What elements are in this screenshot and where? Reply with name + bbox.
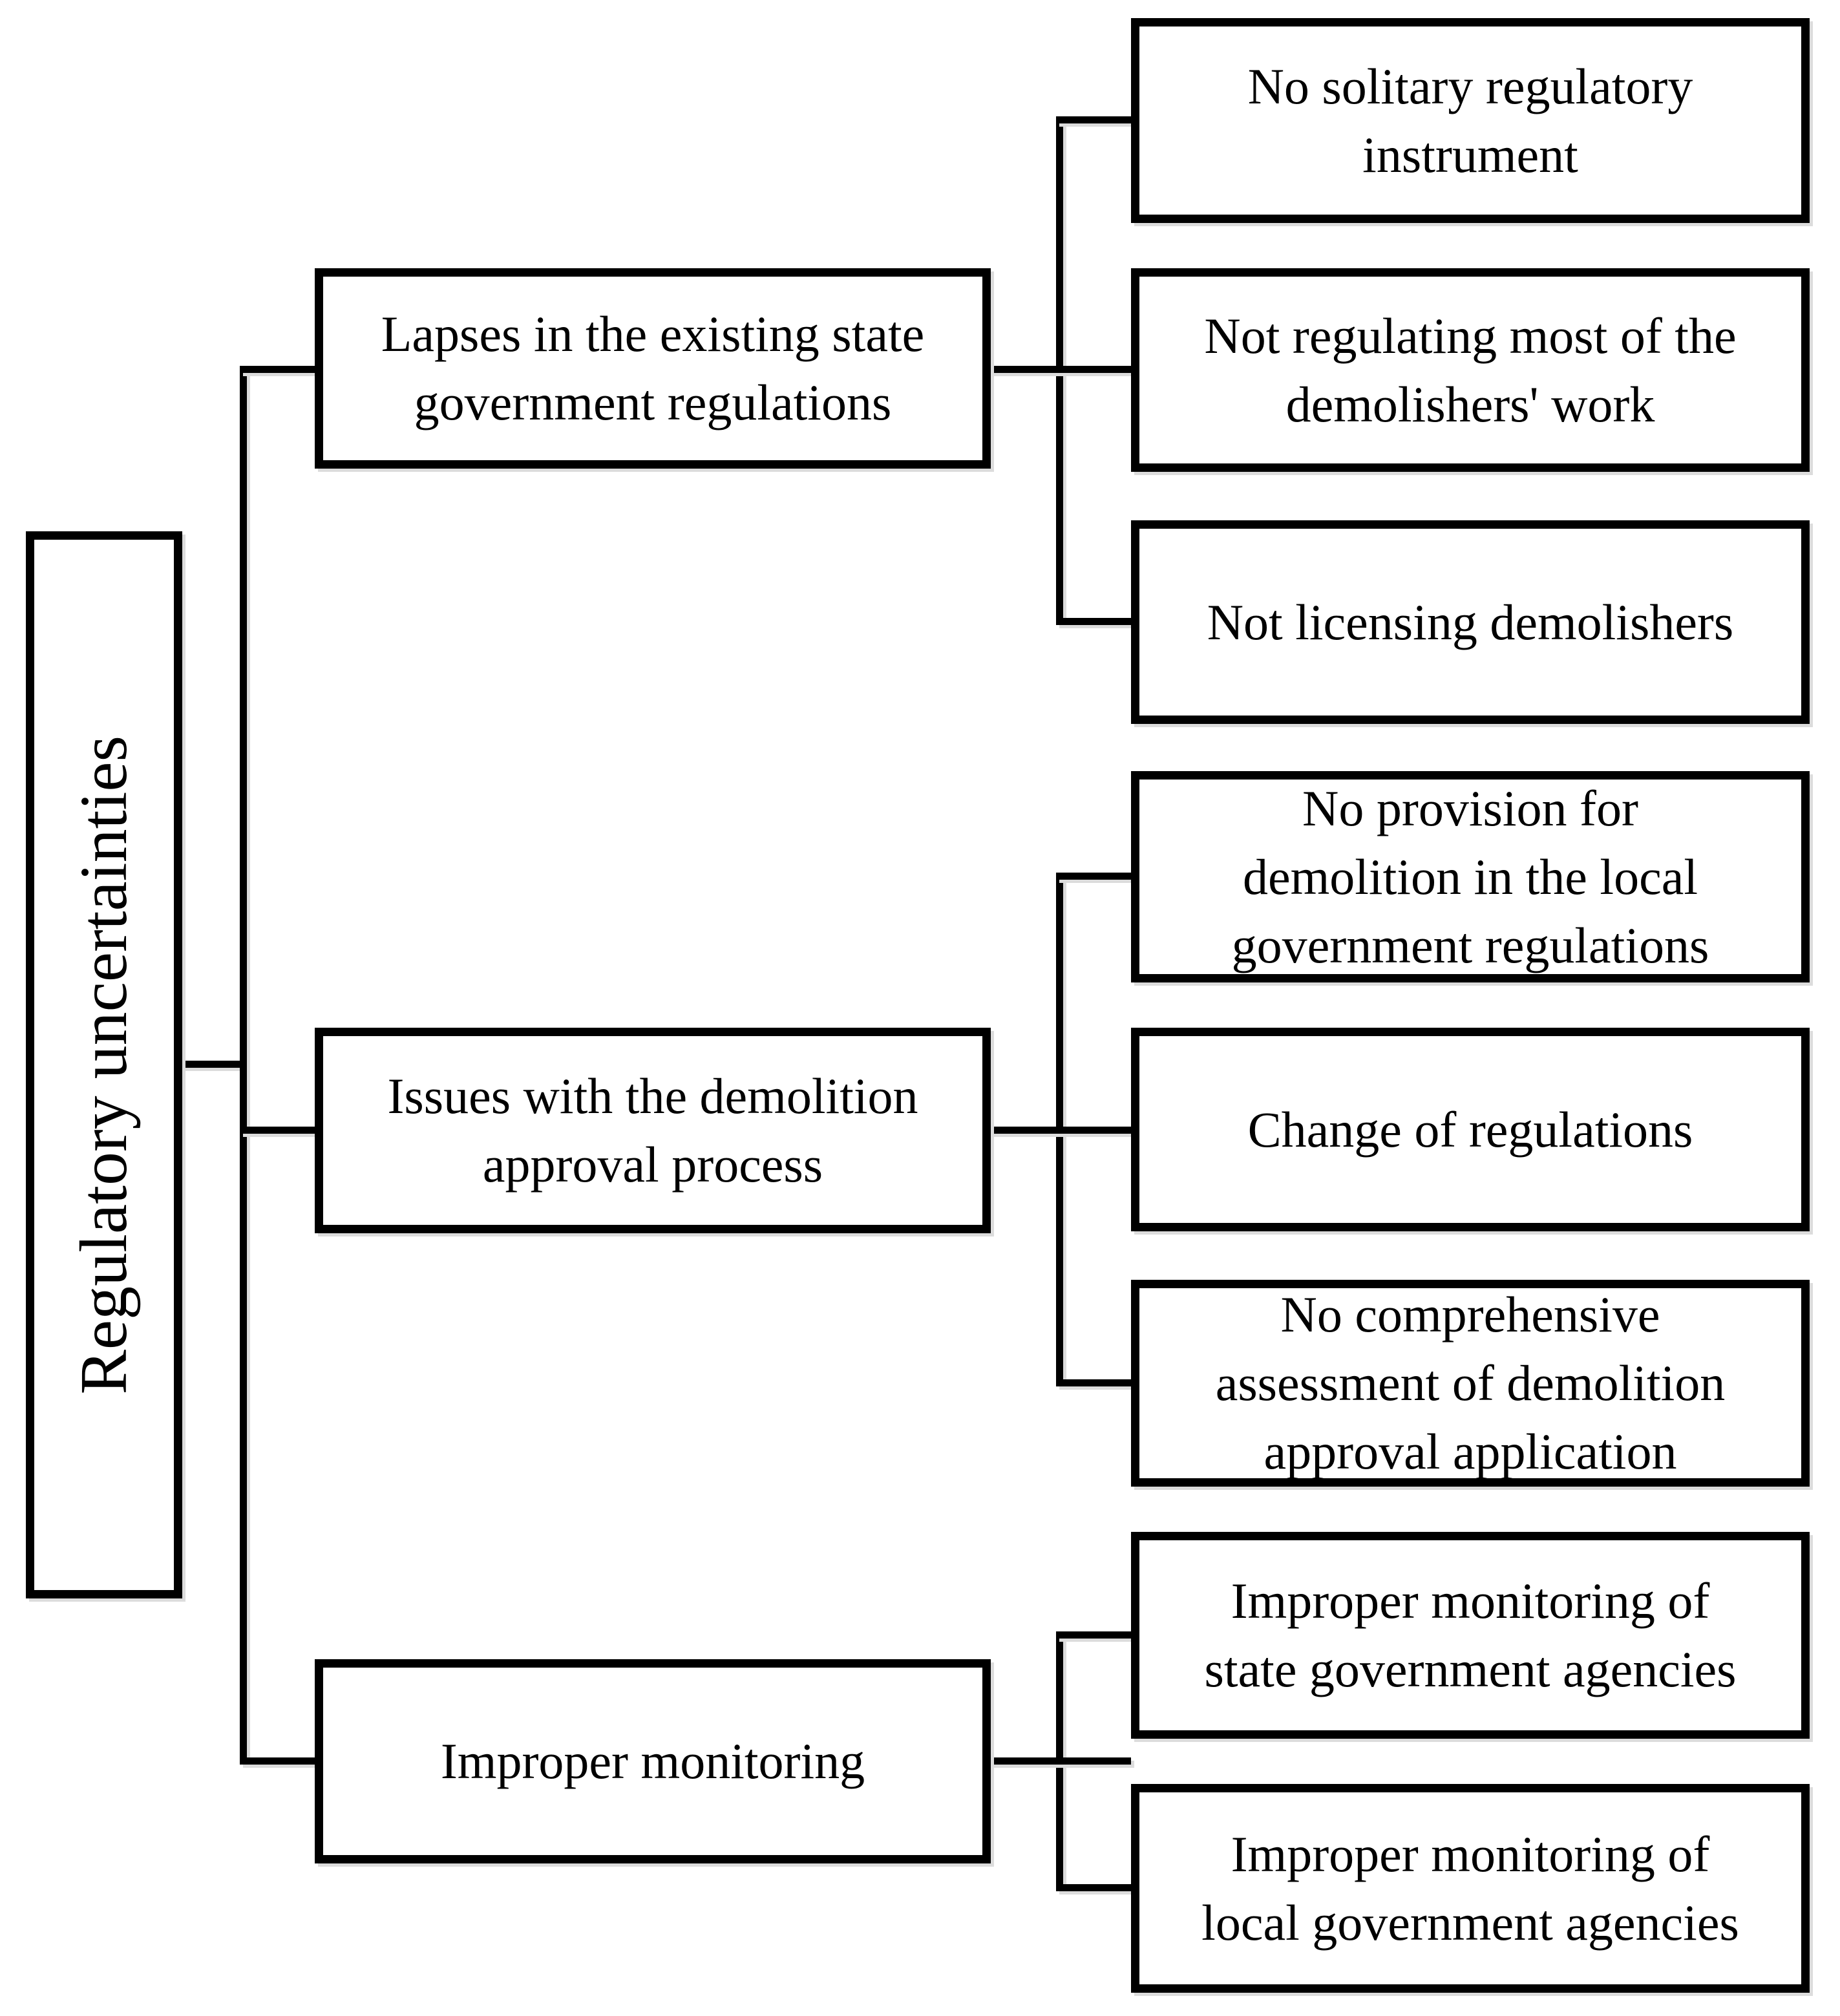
leaf-node-not-regulating-work: Not regulating most of the demolishers' … [1131,268,1810,472]
branch-node-demolition-approval-issues: Issues with the demolition approval proc… [315,1028,991,1233]
connector-stub-branch-3 [240,1757,315,1765]
leaf-node-not-licensing-demolishers: Not licensing demolishers [1131,520,1810,724]
leaf-node-no-provision-local-regulations: No provision for demolition in the local… [1131,771,1810,982]
leaf-node-label: Not licensing demolishers [1207,593,1734,650]
leaf-node-improper-monitoring-state: Improper monitoring of state government … [1131,1532,1810,1739]
leaf-node-improper-monitoring-local: Improper monitoring of local government … [1131,1784,1810,1993]
root-node-label: Regulatory uncertainties [67,735,141,1395]
leaf-node-no-comprehensive-assessment: No comprehensive assessment of demolitio… [1131,1280,1810,1487]
leaf-node-label: Change of regulations [1247,1101,1693,1158]
connector-stub-leaf-1-1 [1056,116,1131,123]
connector-stub-branch-1 [240,366,315,373]
connector-stub-leaf-3-1 [1056,1631,1131,1639]
leaf-node-label: No solitary regulatory instrument [1247,58,1693,183]
connector-branch-3-to-leaves [991,1757,1131,1765]
branch-node-label: Issues with the demolition approval proc… [387,1068,918,1193]
connector-stub-leaf-2-1 [1056,873,1131,880]
connector-stub-branch-2 [240,1127,315,1134]
leaf-node-change-of-regulations: Change of regulations [1131,1028,1810,1231]
connector-stub-leaf-2-3 [1056,1379,1131,1386]
branch-node-improper-monitoring: Improper monitoring [315,1659,991,1863]
branch-node-label: Lapses in the existing state government … [381,306,925,430]
connector-stub-leaf-1-3 [1056,618,1131,625]
connector-left-trunk [240,366,247,1765]
leaf-node-label: No provision for demolition in the local… [1231,780,1709,973]
leaf-node-label: Not regulating most of the demolishers' … [1204,307,1737,432]
connector-branch-1-to-leaves [991,366,1131,373]
connector-branch-2-to-leaves [991,1127,1131,1134]
leaf-node-label: Improper monitoring of state government … [1204,1573,1737,1697]
connector-stub-leaf-3-2 [1056,1884,1131,1891]
connector-root-to-trunk [182,1061,244,1068]
leaf-node-no-solitary-instrument: No solitary regulatory instrument [1131,18,1810,223]
branch-node-lapses-state-regulations: Lapses in the existing state government … [315,268,991,469]
leaf-node-label: Improper monitoring of local government … [1201,1825,1739,1951]
branch-node-label: Improper monitoring [440,1733,865,1789]
root-node-regulatory-uncertainties: Regulatory uncertainties [26,531,182,1598]
leaf-node-label: No comprehensive assessment of demolitio… [1215,1286,1726,1480]
